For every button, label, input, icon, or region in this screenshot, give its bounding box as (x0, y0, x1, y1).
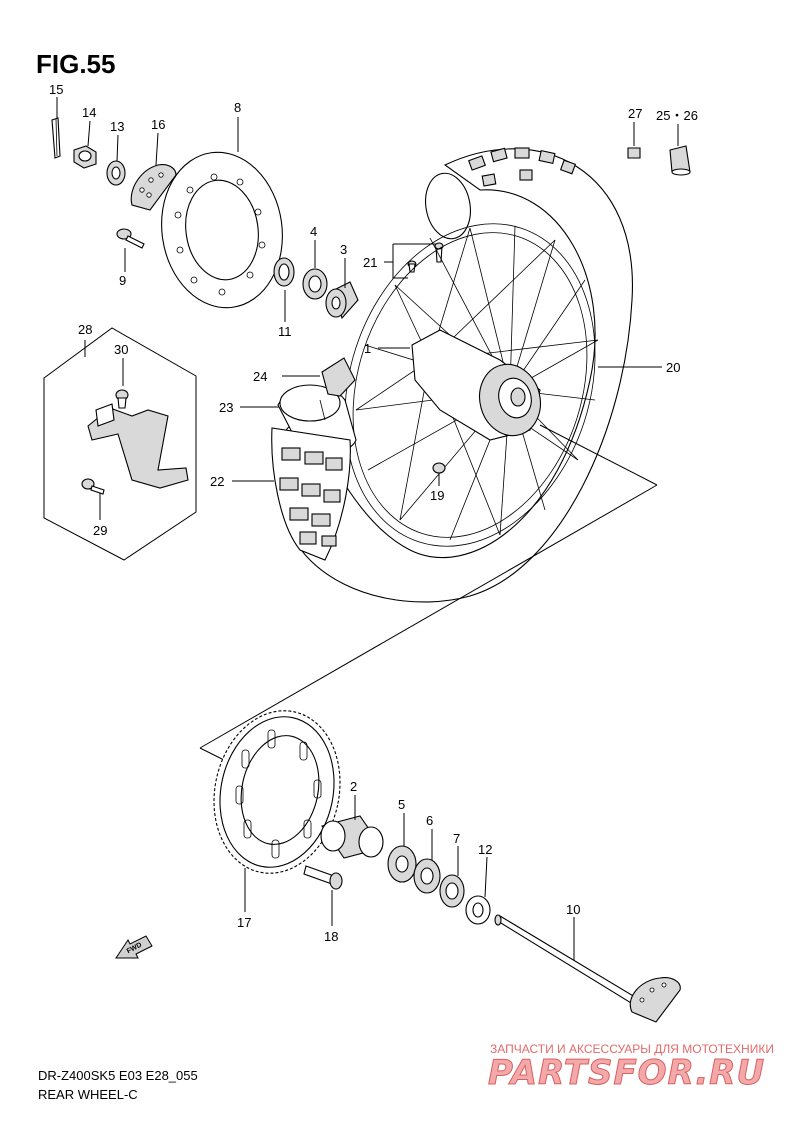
callout-22: 22 (210, 474, 224, 489)
washer (106, 160, 126, 186)
callout-27: 27 (628, 106, 642, 121)
chain-adjuster (130, 164, 177, 211)
wheel-rim (344, 223, 596, 547)
disc-bolt (116, 228, 145, 249)
oil-seal (439, 874, 465, 908)
axle-nut (73, 145, 97, 169)
callout-29: 29 (93, 523, 107, 538)
chain-guard-group (43, 327, 197, 561)
callout-14: 14 (82, 105, 96, 120)
rim-band (271, 427, 351, 561)
wheel-spacer (273, 257, 295, 287)
callout-20: 20 (666, 360, 680, 375)
callout-25-26: 25・26 (656, 108, 698, 123)
model-code: DR-Z400SK5 E03 E28_055 (38, 1068, 198, 1083)
callout-15: 15 (49, 82, 63, 97)
callout-4: 4 (310, 224, 317, 239)
callout-23: 23 (219, 400, 233, 415)
callout-8: 8 (234, 100, 241, 115)
callout-7: 7 (453, 831, 460, 846)
callout-10: 10 (566, 902, 580, 917)
callout-18: 18 (324, 929, 338, 944)
tire-valve (669, 145, 691, 176)
sprocket-bolt (303, 865, 343, 890)
rear-sprocket (213, 710, 341, 874)
callout-19: 19 (430, 488, 444, 503)
watermark-subtitle: ЗАПЧАСТИ И АКСЕССУАРЫ ДЛЯ МОТОТЕХНИКИ (490, 1042, 774, 1056)
callout-12: 12 (478, 842, 492, 857)
fwd-arrow-icon: FWD (115, 935, 153, 959)
rear-hub (411, 329, 541, 441)
callout-28: 28 (78, 322, 92, 337)
brake-disc (161, 151, 283, 309)
callout-9: 9 (119, 273, 126, 288)
hub-spacer (320, 815, 384, 859)
callout-1: 1 (364, 341, 371, 356)
bearing-b (413, 858, 441, 894)
sprocket-bearing (387, 845, 417, 883)
callout-5: 5 (398, 797, 405, 812)
callout-24: 24 (253, 369, 267, 384)
callout-11: 11 (278, 324, 292, 339)
cotter-pin (51, 117, 61, 159)
wheel-bearing (325, 281, 359, 320)
figure-title: FIG.55 (36, 49, 115, 79)
valve-cap (627, 147, 641, 159)
rear-axle (494, 914, 681, 1023)
axle-washer (465, 895, 491, 925)
callout-16: 16 (151, 117, 165, 132)
watermark-logo: PARTSFOR.RU (488, 1053, 765, 1093)
callout-6: 6 (426, 813, 433, 828)
callout-30: 30 (114, 342, 128, 357)
callout-2: 2 (350, 779, 357, 794)
dust-seal (302, 268, 328, 300)
callout-13: 13 (110, 119, 124, 134)
callout-17: 17 (237, 915, 251, 930)
rim-lock (432, 462, 446, 474)
callout-3: 3 (340, 242, 347, 257)
section-name: REAR WHEEL-C (38, 1087, 138, 1102)
callout-21: 21 (363, 255, 377, 270)
